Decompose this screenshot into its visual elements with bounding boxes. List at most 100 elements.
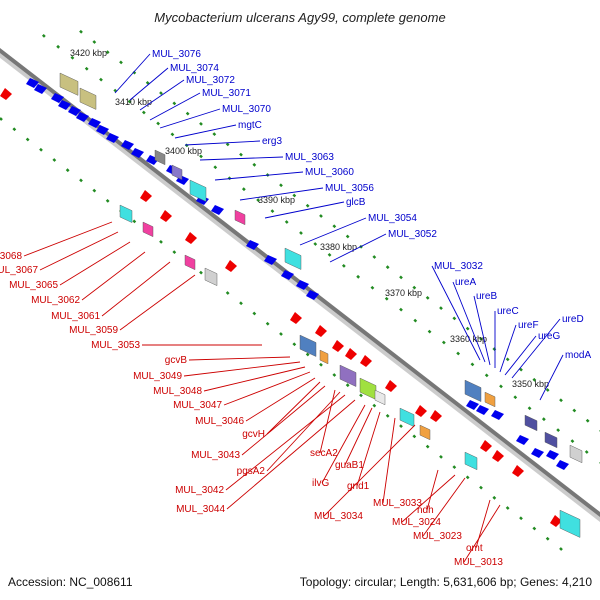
gene-arrow: [26, 78, 39, 88]
forward-leader-line: [139, 79, 185, 111]
tick-mark: [505, 357, 510, 362]
gene-arrow: [306, 290, 319, 300]
reverse-leader-line: [356, 411, 381, 487]
tick-mark: [25, 137, 30, 142]
reverse-gene-label: MUL_3043: [191, 450, 240, 461]
tick-mark: [92, 188, 97, 193]
tick-mark: [385, 265, 390, 270]
tick-mark: [425, 444, 430, 449]
forward-gene-label: ureC: [497, 306, 519, 317]
tick-mark: [225, 291, 230, 295]
forward-gene-label: ureA: [455, 277, 476, 288]
tick-mark: [470, 362, 475, 367]
tick-mark: [465, 475, 470, 480]
tick-mark: [319, 362, 323, 367]
tick-mark: [252, 162, 257, 167]
tick-mark: [441, 340, 446, 345]
forward-leader-line: [214, 171, 304, 181]
forward-leader-line: [129, 67, 169, 101]
tick-mark: [370, 285, 375, 290]
forward-leader-line: [539, 354, 564, 401]
forward-leader-line: [174, 124, 237, 139]
tick-mark: [12, 127, 17, 132]
reverse-gene-label: secA2: [310, 448, 338, 459]
reverse-gene-label: omt: [466, 543, 483, 554]
tick-mark: [345, 234, 350, 239]
tick-mark: [372, 403, 377, 408]
tick-mark: [313, 242, 318, 246]
gene-arrow: [34, 84, 47, 94]
reverse-leader-line: [266, 391, 341, 472]
forward-leader-line: [431, 265, 481, 361]
tick-mark: [99, 77, 103, 82]
tick-mark: [399, 275, 403, 280]
reverse-gene-label: MUL_3062: [31, 295, 80, 306]
tick-mark: [439, 306, 443, 311]
forward-gene-label: MUL_3063: [285, 152, 334, 163]
gene-arrow: [68, 106, 81, 116]
tick-mark: [159, 239, 163, 244]
reverse-gene-label: MUL_3049: [133, 371, 182, 382]
reverse-leader-line: [323, 424, 416, 517]
forward-gene-label: ureF: [518, 320, 539, 331]
tick-mark: [132, 219, 137, 224]
tick-mark: [465, 326, 470, 331]
gene-block: [524, 414, 538, 432]
tick-mark: [399, 424, 403, 429]
reverse-gene-label: MUL_3053: [91, 340, 140, 351]
gene-arrow: [140, 190, 152, 202]
tick-mark: [185, 111, 190, 116]
forward-leader-line: [473, 295, 491, 366]
gene-block: [484, 391, 496, 408]
reverse-leader-line: [101, 261, 171, 317]
gene-arrow: [121, 140, 134, 150]
tick-mark: [356, 274, 361, 279]
tick-mark: [105, 50, 110, 55]
reverse-gene-label: guaB1: [335, 460, 364, 471]
forward-leader-line: [329, 233, 387, 263]
gene-block: [359, 377, 377, 400]
tick-mark: [270, 209, 275, 213]
tick-mark: [532, 526, 537, 531]
tick-mark: [199, 121, 203, 126]
reverse-leader-line: [266, 381, 321, 435]
reverse-gene-label: gcvH: [242, 429, 265, 440]
gene-block: [234, 209, 246, 226]
tick-mark: [252, 311, 257, 316]
tick-mark: [52, 158, 57, 162]
reverse-leader-line: [223, 371, 311, 406]
tick-mark: [239, 301, 243, 306]
tick-mark: [425, 296, 430, 300]
gene-block: [339, 364, 357, 387]
forward-gene-label: MUL_3060: [305, 167, 354, 178]
reverse-gene-label: MUL_3023: [413, 531, 462, 542]
reverse-gene-label: MUL_3048: [153, 386, 202, 397]
scale-label: 3390 kbp: [258, 195, 295, 205]
gene-arrow: [512, 465, 524, 477]
gene-arrow: [492, 450, 504, 462]
gene-arrow: [415, 405, 427, 417]
tick-mark: [332, 373, 337, 377]
forward-gene-label: MUL_3070: [222, 104, 271, 115]
reverse-leader-line: [241, 385, 326, 456]
gene-block: [569, 444, 583, 464]
tick-mark: [156, 121, 161, 126]
reverse-leader-line: [463, 504, 501, 563]
tick-mark: [212, 132, 217, 136]
reverse-leader-line: [401, 474, 456, 523]
gene-block: [189, 179, 207, 202]
scale-label: 3420 kbp: [70, 48, 107, 58]
forward-gene-label: ureD: [562, 314, 584, 325]
forward-leader-line: [452, 281, 486, 363]
forward-gene-label: MUL_3076: [152, 49, 201, 60]
forward-gene-label: MUL_3032: [434, 261, 483, 272]
tick-mark: [79, 178, 83, 183]
forward-leader-line: [114, 53, 151, 94]
gene-arrow: [246, 240, 259, 250]
gene-block: [559, 509, 581, 538]
scale-label: 3360 kbp: [450, 334, 487, 344]
gene-arrow: [296, 280, 309, 290]
tick-mark: [213, 165, 218, 170]
